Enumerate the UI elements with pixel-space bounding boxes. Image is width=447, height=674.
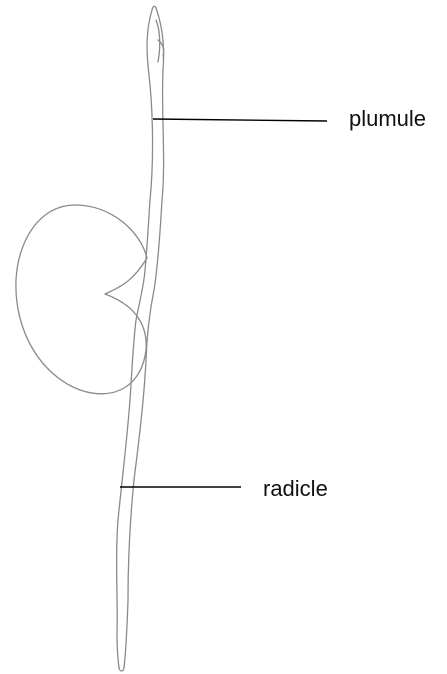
- plumule-label: plumule: [349, 108, 426, 130]
- radicle-label: radicle: [263, 478, 328, 500]
- cotyledon: [16, 205, 147, 394]
- radicle-tip: [119, 668, 124, 671]
- plumule-leader-line: [153, 119, 327, 121]
- plumule-stem-right-edge: [124, 8, 164, 668]
